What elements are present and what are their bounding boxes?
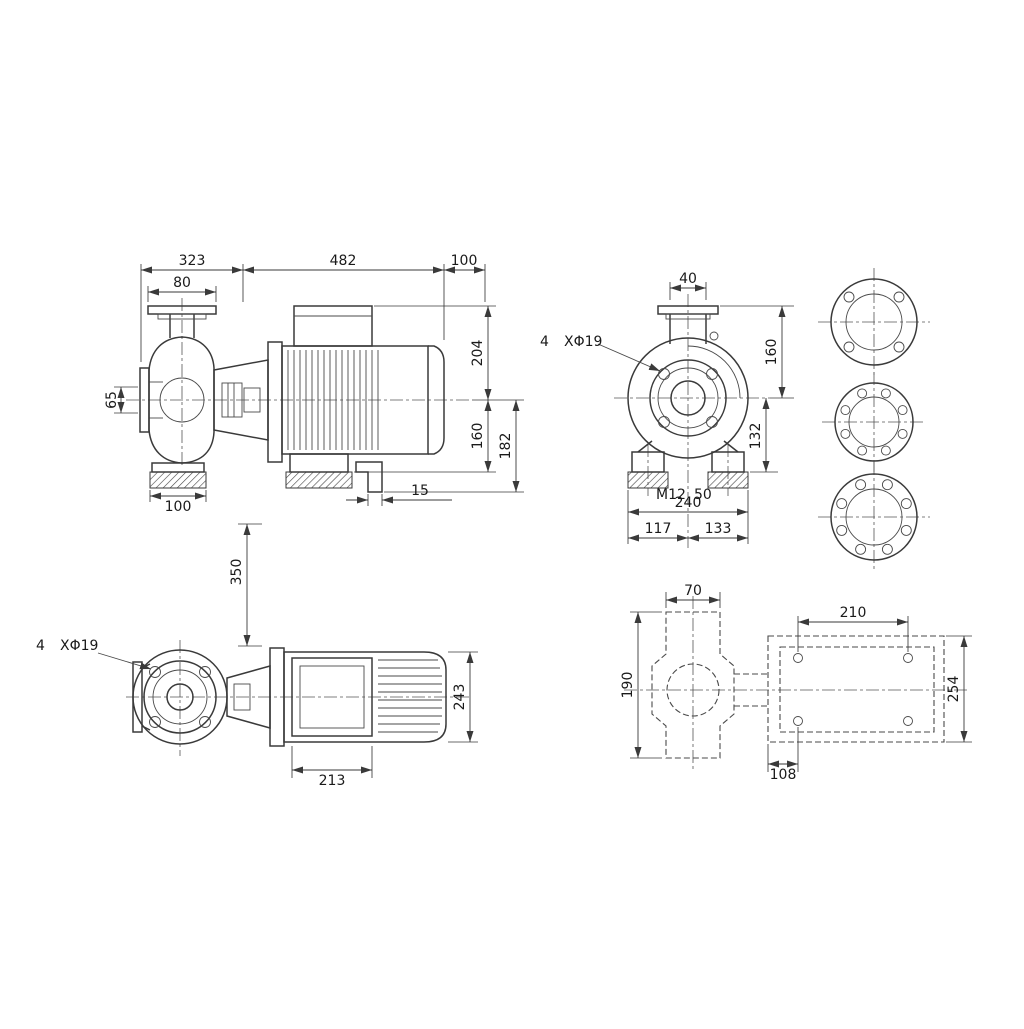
plan-view: 4 XΦ19 243 213	[36, 638, 478, 789]
dim-span-right: 133	[705, 521, 732, 537]
thread-spacing-label: 50	[694, 487, 712, 503]
bolt-hole	[706, 368, 718, 380]
vent-plug	[709, 331, 719, 341]
hole-count-label: 4	[540, 334, 549, 350]
dim-motor-length: 482	[330, 253, 357, 269]
dim-motor-width: 243	[452, 684, 468, 711]
pump-foot-outline	[651, 611, 735, 759]
bolt-hole	[199, 666, 211, 678]
terminal-box	[293, 305, 373, 347]
pump-foot	[151, 462, 205, 473]
dim-plate-width: 254	[946, 676, 962, 703]
discharge-flange-plan	[143, 660, 217, 734]
dim-view-distance: 350	[229, 559, 245, 586]
motor-fins-plan	[378, 659, 442, 733]
left-foot-pad	[627, 471, 669, 489]
right-foot-pad	[707, 471, 749, 489]
mounting-hole	[903, 653, 913, 663]
dim-end-clearance: 100	[451, 253, 478, 269]
dim-foot-span: 240	[675, 495, 702, 511]
baseplate-outline	[767, 635, 945, 743]
dim-height-above-axis: 204	[470, 340, 486, 367]
hole-leader	[597, 343, 661, 372]
suction-bore-circle	[670, 380, 706, 416]
motor-body-plan	[283, 651, 447, 743]
dim-end-offset: 15	[411, 483, 429, 499]
dim-flange-height: 160	[764, 339, 780, 366]
dim-pump-length: 323	[179, 253, 206, 269]
flange-2	[834, 382, 914, 462]
motor-flange	[267, 341, 283, 463]
bolt-hole	[149, 666, 161, 678]
hole-leader	[97, 652, 152, 670]
dim-foot-length: 100	[165, 499, 192, 515]
dim-suction-bore: 65	[104, 391, 120, 409]
hole-spec-label: XΦ19	[60, 638, 98, 654]
volute-outline	[627, 337, 749, 459]
hole-spec-label: XΦ19	[564, 334, 602, 350]
bolt-hole	[706, 416, 718, 428]
dim-discharge-width: 40	[679, 271, 697, 287]
dim-foot-width: 70	[684, 583, 702, 599]
side-view: 323 482 100 80 65 204 160 182 100 15	[104, 253, 524, 647]
volute-casing	[148, 336, 215, 464]
mounting-hole	[903, 716, 913, 726]
flange-1	[830, 278, 918, 366]
terminal-box-plan	[291, 657, 373, 737]
motor-foot-pad	[285, 471, 353, 489]
bolt-hole	[149, 716, 161, 728]
flange-3	[830, 473, 918, 561]
dim-discharge-flange-width: 80	[173, 275, 191, 291]
flange-views	[818, 268, 930, 572]
motor-foot	[289, 453, 349, 473]
bolt-hole	[199, 716, 211, 728]
thread-label: M12	[656, 487, 686, 503]
support-bracket	[355, 461, 383, 493]
suction-flange-face	[649, 359, 727, 437]
mounting-hole	[793, 653, 803, 663]
dim-hole-offset: 108	[770, 767, 797, 783]
dim-hole-pitch: 210	[840, 605, 867, 621]
bolt-hole	[658, 368, 670, 380]
dim-axis-height: 160	[470, 423, 486, 450]
bolt-hole	[658, 416, 670, 428]
motor-fins	[287, 350, 379, 450]
front-view: 4 XΦ19 40 160 132 M12 50 240 117 133	[540, 271, 794, 548]
dim-span-left: 117	[645, 521, 672, 537]
baseplate-view: 70 210 190 254 108	[620, 583, 972, 783]
mounting-hole	[793, 716, 803, 726]
dim-foot-length: 190	[620, 672, 636, 699]
pump-foot-pad	[149, 471, 207, 489]
dim-foot-height: 132	[748, 423, 764, 450]
dim-base-height: 182	[498, 433, 514, 460]
hole-count-label: 4	[36, 638, 45, 654]
dim-mid-length: 213	[319, 773, 346, 789]
